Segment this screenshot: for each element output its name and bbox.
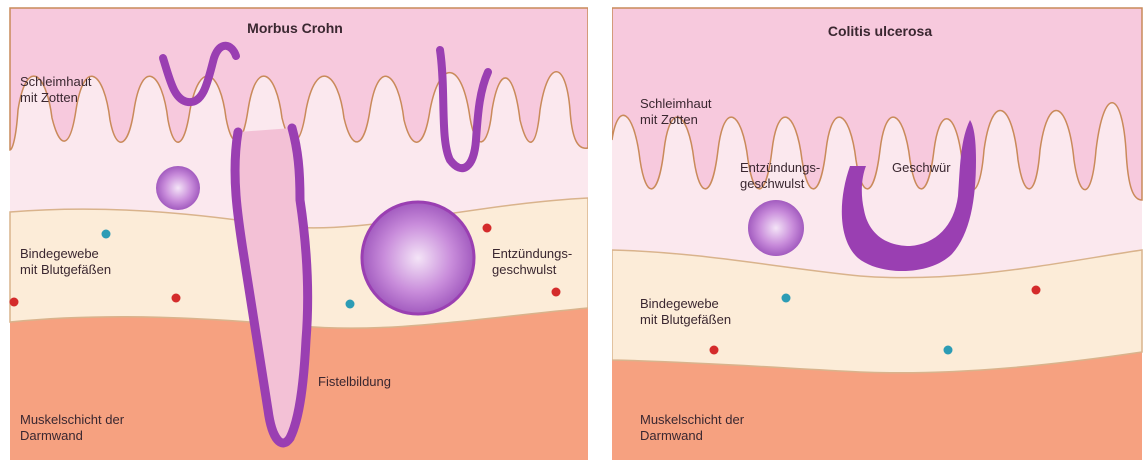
inflammation-blob-large (362, 202, 474, 314)
label-connective-2: mit Blutgefäßen (640, 312, 731, 327)
label-mucosa-2: mit Zotten (20, 90, 78, 105)
panel-morbus-crohn: Morbus Crohn Schleimhaut mit Zotten Bind… (10, 8, 589, 460)
label-inflammation-2: geschwulst (740, 176, 805, 191)
blood-vessel-red (483, 224, 492, 233)
label-mucosa-1: Schleimhaut (640, 96, 712, 111)
blood-vessel-red (172, 294, 181, 303)
label-muscle-2: Darmwand (20, 428, 83, 443)
label-fistula: Fistelbildung (318, 374, 391, 389)
label-mucosa-1: Schleimhaut (20, 74, 92, 89)
label-connective-1: Bindegewebe (20, 246, 99, 261)
blood-vessel-red (552, 288, 561, 297)
panel-colitis-ulcerosa: Colitis ulcerosa Schleimhaut mit Zotten … (612, 8, 1142, 460)
label-connective-1: Bindegewebe (640, 296, 719, 311)
blood-vessel-blue (782, 294, 791, 303)
blood-vessel-red (1032, 286, 1041, 295)
label-connective-2: mit Blutgefäßen (20, 262, 111, 277)
label-mucosa-2: mit Zotten (640, 112, 698, 127)
inflammation-blob (748, 200, 804, 256)
inflammation-blob-small (156, 166, 200, 210)
label-inflammation-2: geschwulst (492, 262, 557, 277)
label-inflammation-1: Entzündungs- (492, 246, 572, 261)
label-muscle-2: Darmwand (640, 428, 703, 443)
label-ulcer: Geschwür (892, 160, 951, 175)
panel-title: Colitis ulcerosa (828, 23, 932, 39)
blood-vessel-red (710, 346, 719, 355)
label-muscle-1: Muskelschicht der (20, 412, 125, 427)
blood-vessel-blue (944, 346, 953, 355)
panel-divider (588, 0, 612, 462)
blood-vessel-red (10, 298, 19, 307)
label-muscle-1: Muskelschicht der (640, 412, 745, 427)
panel-title: Morbus Crohn (247, 20, 343, 36)
blood-vessel-blue (102, 230, 111, 239)
label-inflammation-1: Entzündungs- (740, 160, 820, 175)
blood-vessel-blue (346, 300, 355, 309)
